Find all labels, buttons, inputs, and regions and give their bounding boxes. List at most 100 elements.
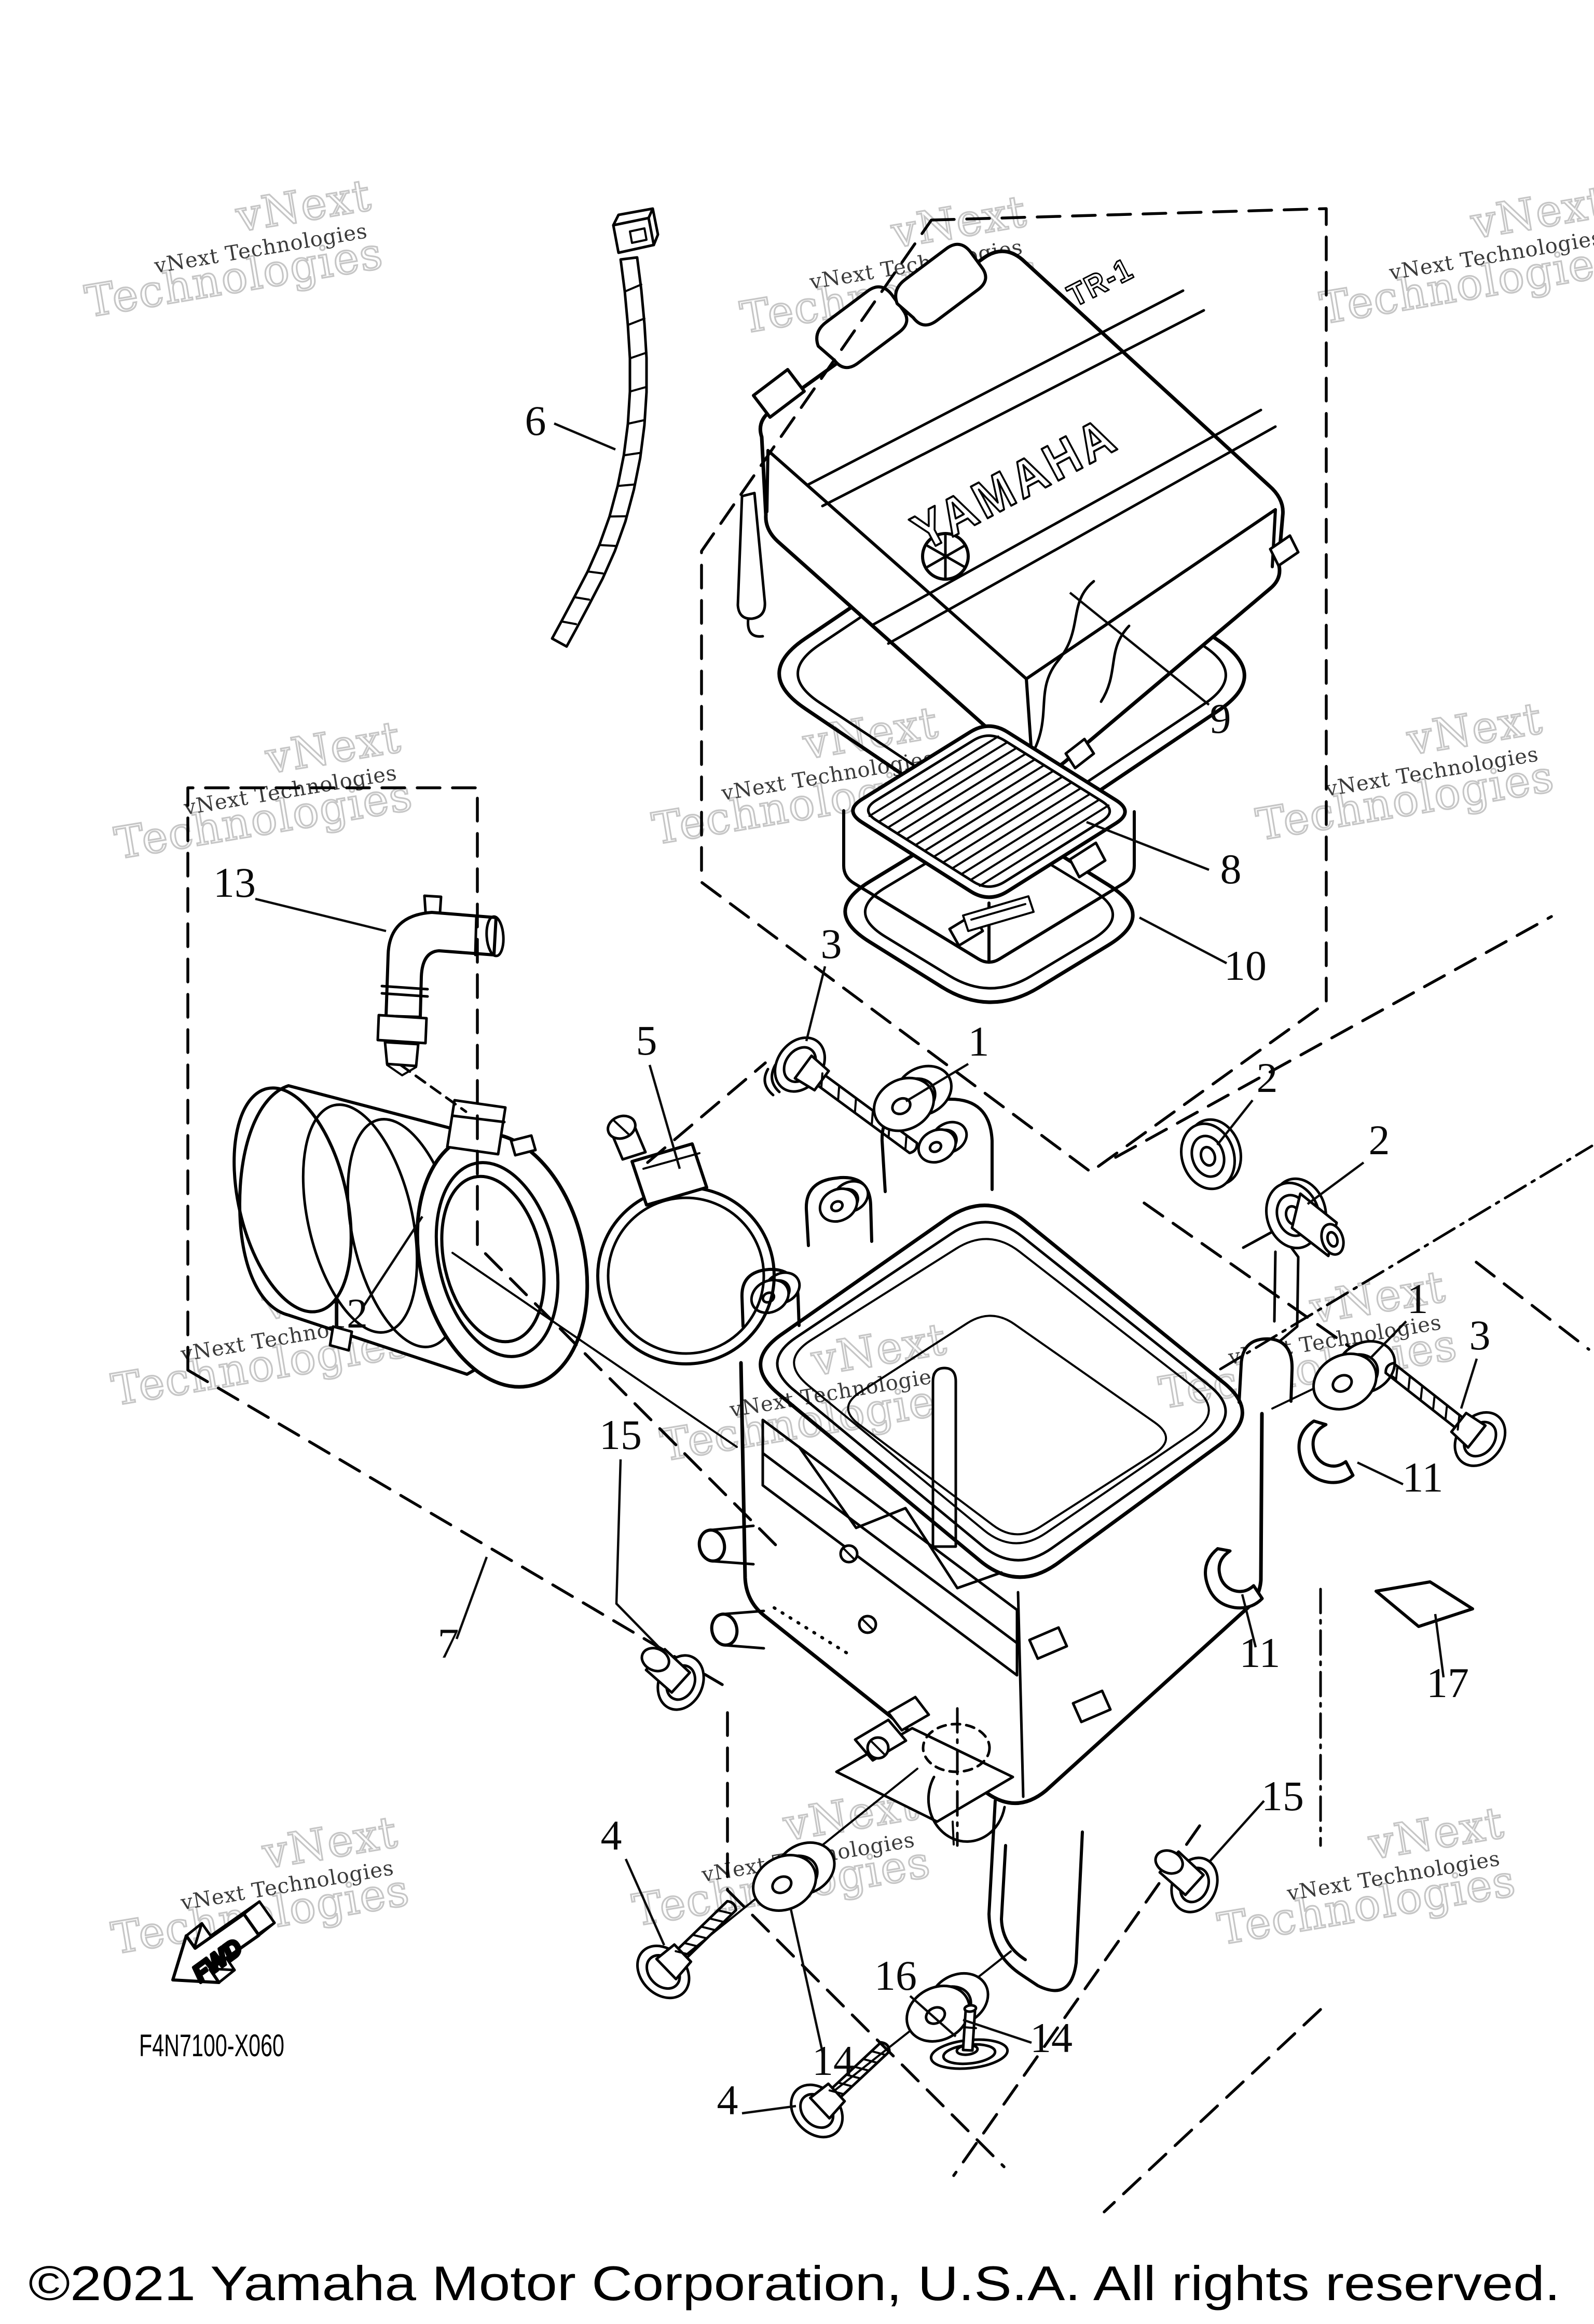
case-side-tabs [1028,1626,1112,1724]
dashed-box-bottom [726,1711,1322,2213]
air-filter-element-8 [842,724,1136,964]
washer-hole [1199,1145,1217,1167]
leader-line [1307,1161,1365,1205]
dashdot-centerlines [1219,1144,1593,1847]
spring-washer [763,1063,781,1097]
callout-label-2: 2 [1257,1054,1278,1101]
plug-cap [1154,1849,1184,1875]
element-rib [942,781,1073,864]
element-rib [896,753,1027,835]
callout-label-8: 8 [1220,845,1242,893]
callout-label-11: 11 [1403,1454,1444,1501]
callout-label-17: 17 [1426,1659,1469,1706]
cover-edges [765,449,1277,755]
element-rib [969,798,1101,881]
pin-collar [963,2026,977,2029]
case-chute [987,1799,1084,1992]
bolt-hex-head [793,1054,830,1092]
case-rim [759,1204,1244,1579]
fasteners [551,207,1507,2139]
leader-line [1069,592,1210,706]
cable-tie-serrations [560,283,648,625]
clamp-screw-slot [613,1120,630,1136]
clamp-band-inner [607,1196,765,1355]
washer-mid [1190,1134,1226,1178]
case-bracket-stud [871,1741,955,1845]
leader-line [624,1858,666,1946]
reference-dashed-lines [186,207,1593,2213]
dotted-hidden-line [773,1606,853,1657]
leader-line [963,2018,1032,2044]
cover-latch-right [1269,534,1300,567]
holder-clip [1204,1547,1264,1610]
part-code: F4N7100-X060 [139,2028,284,2063]
callout-label-14: 14 [812,2037,855,2084]
intake-duct-12 [232,1084,589,1389]
leader-line [1241,1594,1257,1648]
grommet-hole [830,1200,844,1212]
fwd-arrow: FWD [171,1900,276,1989]
elbow-rings [380,894,478,998]
callout-label-10: 10 [1224,942,1267,989]
rim-outer [759,1204,1244,1579]
dashed-lines-right [646,915,1590,1385]
leader-line [1209,1800,1265,1862]
case-nipple-1 [697,1528,726,1563]
callout-label-5: 5 [636,1017,657,1064]
element-label-plate [962,895,1035,932]
grommet-front-flange [872,1076,936,1132]
grommet-front-flange [752,1854,817,1912]
leader-line [905,1063,969,1102]
dashed-elbow-axis [399,1063,468,1113]
case-ear-grommets [750,1120,968,1315]
leader-line [362,1215,423,1308]
dashed-box-duct [186,786,780,1686]
case-nipple-1-lines [710,1524,755,1566]
duct-mouth-inner [440,1174,546,1344]
bolt-threads [820,1072,908,1151]
leader-line [255,897,387,933]
grommet-hole [928,1141,943,1153]
case-corner-edge [1016,1591,1025,1798]
dashed-box-cover [700,207,1328,1173]
callout-label-11: 11 [1240,1629,1281,1676]
grommet-front-flange [917,1128,957,1164]
cover-latch-left [736,491,766,620]
callout-label-3: 3 [821,920,842,967]
cable-tie-slot [629,227,648,244]
callout-label-15: 15 [1261,1772,1304,1820]
cable-tie-head-3d [612,207,659,247]
callout-label-3: 3 [1469,1311,1491,1359]
cable-tie-head [612,216,655,254]
case-stud-1-line [843,1548,855,1560]
case-nipple-2 [710,1612,739,1647]
leader-line [789,1908,825,2055]
cover-model-text: TR-1 [1062,251,1139,313]
bolt-shaft [677,1899,737,1959]
grommet-hole [771,1875,793,1894]
callout-label-14: 14 [1030,2014,1073,2061]
air-cleaner-case [697,1097,1300,1992]
washer-boss-hole [1326,1231,1339,1248]
grommet-front-flange [1312,1352,1378,1411]
leader-line [554,422,616,451]
cover-tab [1064,737,1095,770]
clamp-housing-line [642,1152,700,1170]
cover-latch-curl [747,617,764,638]
pin-stem [961,2009,977,2052]
element-rib [887,747,1018,829]
element-rib [924,770,1054,852]
leader-line [1138,917,1228,964]
leader-line [909,1995,957,2038]
leader-line [1357,1461,1404,1486]
duct-left-cap [232,1086,353,1314]
